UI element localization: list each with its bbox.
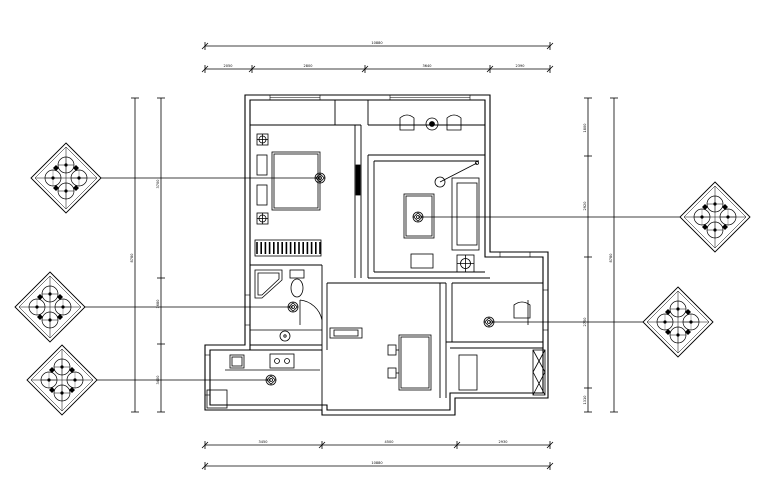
top-seg-1: 2050 — [224, 64, 233, 68]
top-seg-2: 2800 — [304, 64, 313, 68]
toilet — [289, 269, 305, 298]
elevation-index-symbol — [30, 142, 102, 214]
bottom-seg-2: 4500 — [385, 440, 394, 444]
right-seg-2: 2920 — [583, 202, 587, 211]
double-bed — [271, 151, 321, 211]
bottom-seg-3: 2930 — [499, 440, 508, 444]
top-dimension-segments: 2050 2800 3640 2390 — [201, 64, 554, 73]
door-swing-bath — [299, 299, 323, 325]
right-seg-1: 1800 — [583, 124, 587, 133]
floor-lamp — [456, 254, 475, 273]
top-dimension-total: 10880 — [201, 41, 554, 50]
exterior-walls — [204, 94, 549, 416]
bottom-total-label: 10880 — [371, 461, 382, 465]
shower-area — [254, 269, 283, 299]
bottom-seg-1: 3450 — [259, 440, 268, 444]
bottom-dimension-total: 10880 — [201, 461, 554, 470]
bedside-lamp-top — [256, 133, 269, 146]
top-seg-3: 3640 — [423, 64, 432, 68]
dining-set — [387, 334, 432, 391]
leader-lines — [80, 177, 685, 381]
left-seg-2: 1680 — [156, 300, 160, 309]
elevation-index-symbol — [26, 344, 98, 416]
tv-stand — [355, 164, 361, 196]
top-seg-4: 2390 — [516, 64, 525, 68]
right-total-label: 8780 — [609, 254, 613, 263]
elevation-index-symbol — [679, 181, 751, 253]
single-bed — [458, 354, 478, 391]
washbasin — [279, 330, 291, 342]
left-seg-1: 3700 — [156, 180, 160, 189]
wardrobe — [254, 239, 322, 257]
sideboard — [329, 327, 363, 339]
coffee-table — [403, 193, 435, 239]
right-seg-4: 1310 — [583, 396, 587, 405]
interior-walls — [210, 100, 543, 410]
windows — [204, 94, 549, 396]
stove — [269, 353, 295, 369]
refrigerator — [206, 389, 228, 409]
ceiling-fan — [434, 161, 479, 188]
kitchen-sink — [229, 354, 245, 369]
desk-chair — [513, 300, 531, 325]
tv-cabinet — [410, 253, 434, 269]
round-table — [425, 117, 439, 131]
right-dimension-segments: 1800 2920 2750 1310 — [583, 97, 592, 413]
sofa — [451, 177, 480, 251]
balcony-chairs — [399, 114, 462, 131]
bedside-table-2 — [256, 184, 268, 206]
elevation-index-symbol — [14, 271, 86, 343]
left-dimension-total: 8780 — [130, 97, 139, 413]
bedside-table-1 — [256, 154, 268, 176]
left-dimension-segments: 3700 1680 3400 — [156, 97, 165, 413]
elevation-index-symbol — [642, 286, 714, 358]
right-dimension-total: 8780 — [609, 97, 618, 413]
left-total-label: 8780 — [130, 254, 134, 263]
storage-cabinet — [532, 349, 546, 396]
bedside-lamp-bottom — [256, 212, 269, 225]
top-total-label: 10880 — [371, 41, 382, 45]
bottom-dimension-segments: 3450 4500 2930 — [201, 440, 554, 449]
